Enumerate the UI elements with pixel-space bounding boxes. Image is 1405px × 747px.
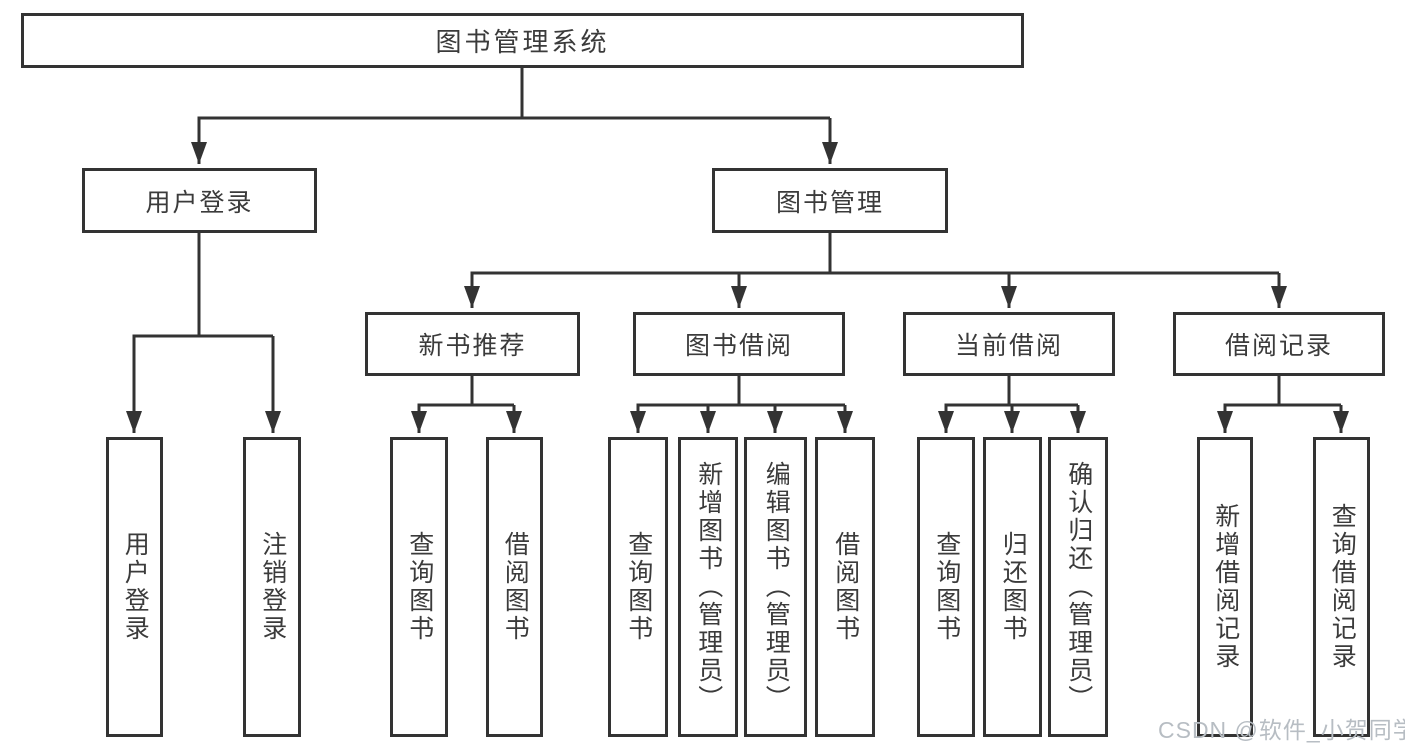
leaf-borrow-books-recommend: 借阅图书: [486, 437, 543, 737]
leaf-label: 查询借阅记录: [1328, 503, 1357, 671]
node-user-login: 用户登录: [82, 168, 317, 233]
node-borrowing-records: 借阅记录: [1173, 312, 1385, 376]
node-library-management-system: 图书管理系统: [21, 13, 1024, 68]
leaf-borrow-books-borrowing: 借阅图书: [815, 437, 875, 737]
leaf-label: 确认归还（管理员）: [1064, 461, 1093, 713]
leaf-label: 编辑图书（管理员）: [762, 461, 791, 713]
leaf-label: 借阅图书: [831, 531, 860, 643]
node-book-management: 图书管理: [712, 168, 948, 233]
node-current-borrowing: 当前借阅: [903, 312, 1115, 376]
leaf-logout: 注销登录: [243, 437, 301, 737]
leaf-user-login: 用户登录: [106, 437, 163, 737]
node-book-borrowing: 图书借阅: [633, 312, 845, 376]
leaf-add-borrow-record: 新增借阅记录: [1197, 437, 1253, 737]
leaf-query-borrow-record: 查询借阅记录: [1313, 437, 1370, 737]
leaf-return-books: 归还图书: [983, 437, 1042, 737]
leaf-label: 查询图书: [405, 531, 434, 643]
node-new-book-recommend: 新书推荐: [365, 312, 580, 376]
csdn-watermark: CSDN @软件_小贺同学: [1158, 717, 1405, 743]
leaf-query-books-recommend: 查询图书: [390, 437, 448, 737]
leaf-edit-book-admin: 编辑图书（管理员）: [744, 437, 807, 737]
leaf-label: 新增借阅记录: [1211, 503, 1240, 671]
leaf-label: 用户登录: [121, 531, 150, 643]
leaf-label: 新增图书（管理员）: [694, 461, 723, 713]
leaf-query-books-current: 查询图书: [917, 437, 975, 737]
leaf-label: 查询图书: [624, 531, 653, 643]
leaf-label: 借阅图书: [501, 531, 530, 643]
leaf-confirm-return-admin: 确认归还（管理员）: [1048, 437, 1108, 737]
leaf-label: 查询图书: [932, 531, 961, 643]
leaf-query-books-borrowing: 查询图书: [608, 437, 668, 737]
leaf-label: 注销登录: [258, 531, 287, 643]
leaf-label: 归还图书: [999, 531, 1028, 643]
leaf-add-book-admin: 新增图书（管理员）: [678, 437, 738, 737]
